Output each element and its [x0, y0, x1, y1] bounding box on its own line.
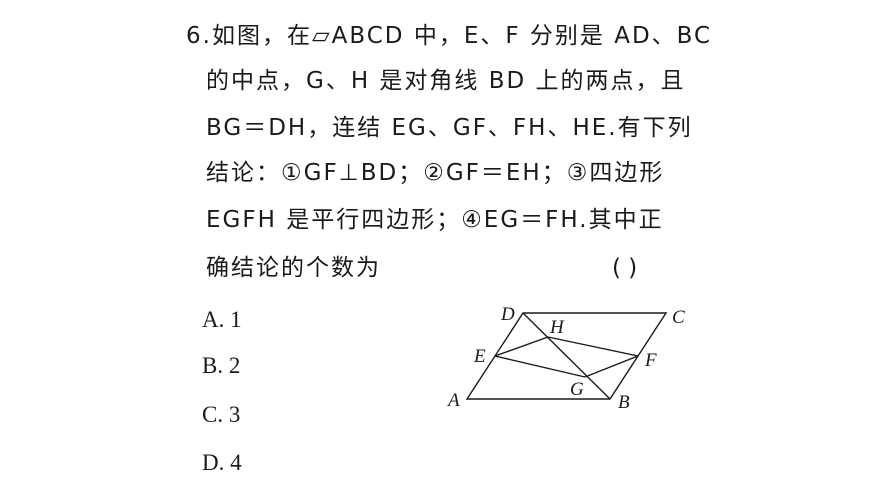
segment-fh [547, 336, 639, 357]
diagonal-bd [522, 312, 611, 400]
parallelogram-abcd [465, 312, 668, 400]
point-b-label: B [618, 392, 630, 413]
problem-line-1: 6.如图，在▱ABCD 中，E、F 分别是 AD、BC [186, 21, 712, 51]
point-f-label: F [644, 350, 657, 371]
problem-line-5: EGFH 是平行四边形；④EG＝FH.其中正 [206, 207, 664, 233]
point-g-label: G [570, 379, 584, 400]
problem-line-3: BG＝DH，连结 EG、GF、FH、HE.有下列 [206, 115, 693, 141]
problem-line-6: 确结论的个数为 [206, 255, 381, 281]
segment-he [494, 336, 549, 357]
option-b: B. 2 [202, 353, 241, 378]
option-a: A. 1 [202, 307, 242, 332]
option-c: C. 3 [202, 402, 241, 427]
segment-gf [584, 355, 639, 378]
problem-line-2: 的中点，G、H 是对角线 BD 上的两点，且 [206, 68, 686, 94]
point-c-label: C [672, 307, 685, 328]
segment-eg [494, 355, 586, 378]
option-d: D. 4 [202, 450, 242, 475]
answer-bracket: ( ) [612, 255, 638, 281]
point-h-label: H [549, 317, 565, 338]
parallelogram-figure: A B C D E F G H [446, 304, 685, 413]
point-d-label: D [500, 304, 515, 325]
point-e-label: E [473, 346, 486, 367]
point-a-label: A [446, 390, 460, 411]
question-number: 6. [186, 23, 212, 49]
problem-line-1-text: 如图，在▱ABCD 中，E、F 分别是 AD、BC [211, 23, 713, 49]
problem-line-4: 结论：①GF⊥BD；②GF＝EH；③四边形 [206, 160, 665, 186]
